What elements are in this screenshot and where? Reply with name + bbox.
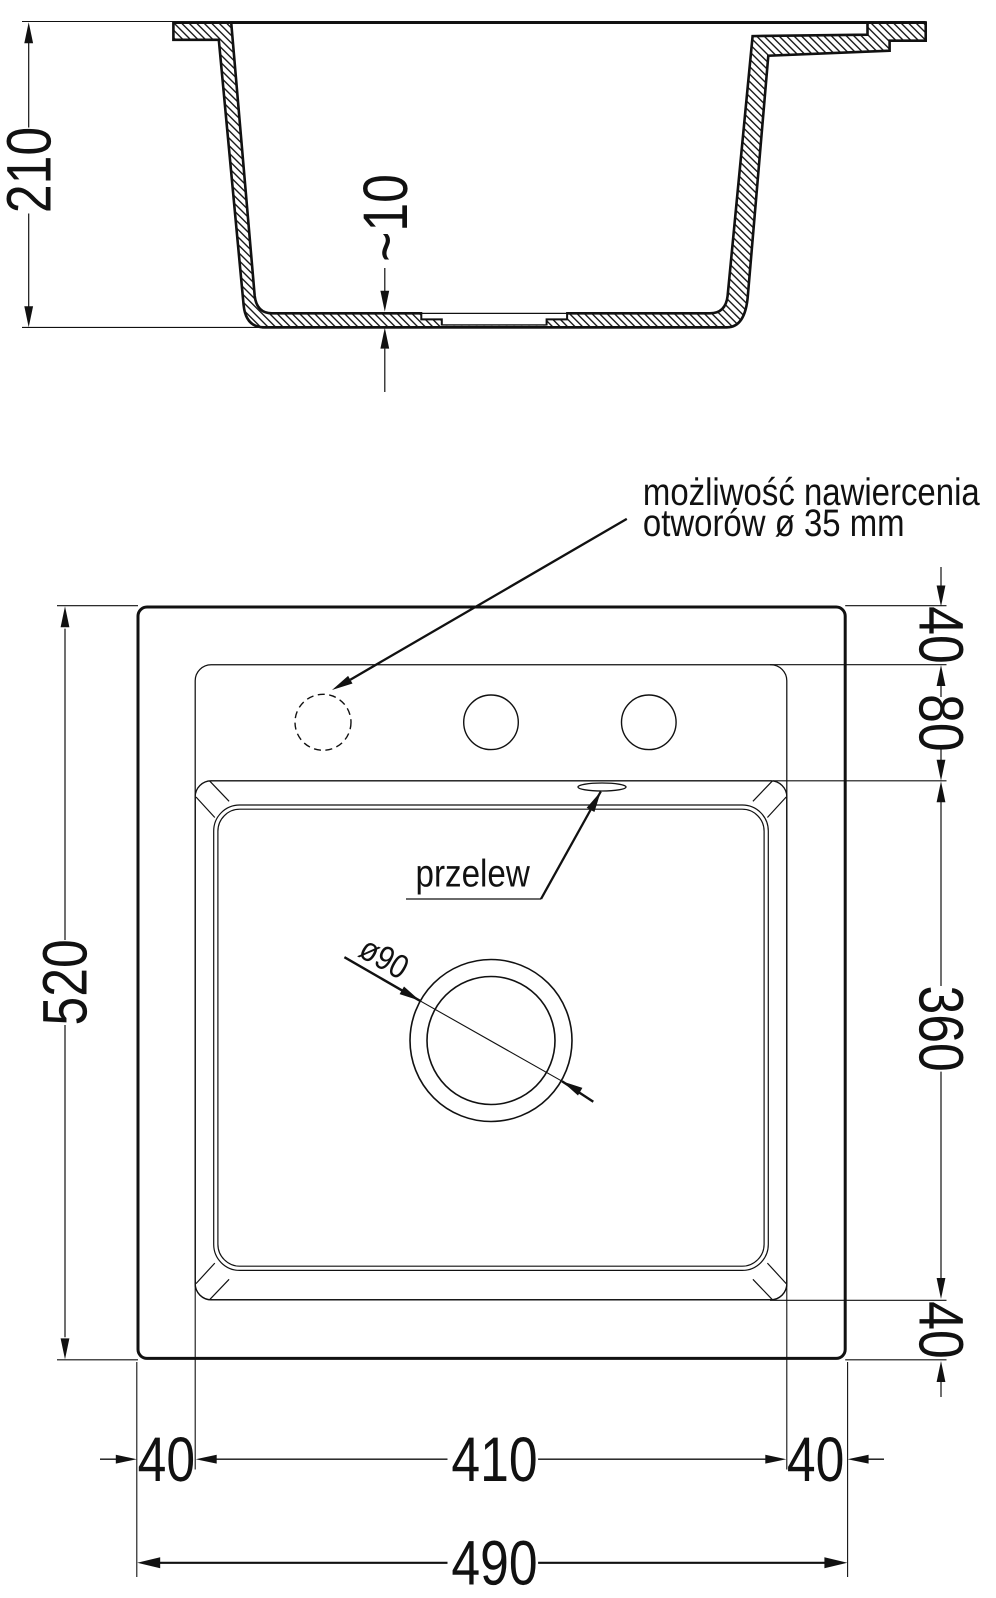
svg-text:410: 410 — [451, 1425, 537, 1495]
svg-text:przelew: przelew — [416, 852, 530, 895]
svg-text:możliwość nawiercenia: możliwość nawiercenia — [643, 471, 980, 514]
svg-text:520: 520 — [31, 939, 101, 1025]
svg-text:otworów ø 35 mm: otworów ø 35 mm — [643, 502, 905, 545]
svg-text:210: 210 — [0, 127, 64, 213]
svg-text:40: 40 — [905, 1301, 975, 1358]
svg-text:40: 40 — [787, 1425, 844, 1495]
svg-text:~10: ~10 — [351, 174, 421, 262]
svg-text:80: 80 — [905, 694, 975, 751]
svg-text:360: 360 — [905, 985, 975, 1071]
svg-text:40: 40 — [905, 606, 975, 663]
svg-text:490: 490 — [451, 1529, 537, 1598]
svg-text:40: 40 — [138, 1425, 195, 1495]
